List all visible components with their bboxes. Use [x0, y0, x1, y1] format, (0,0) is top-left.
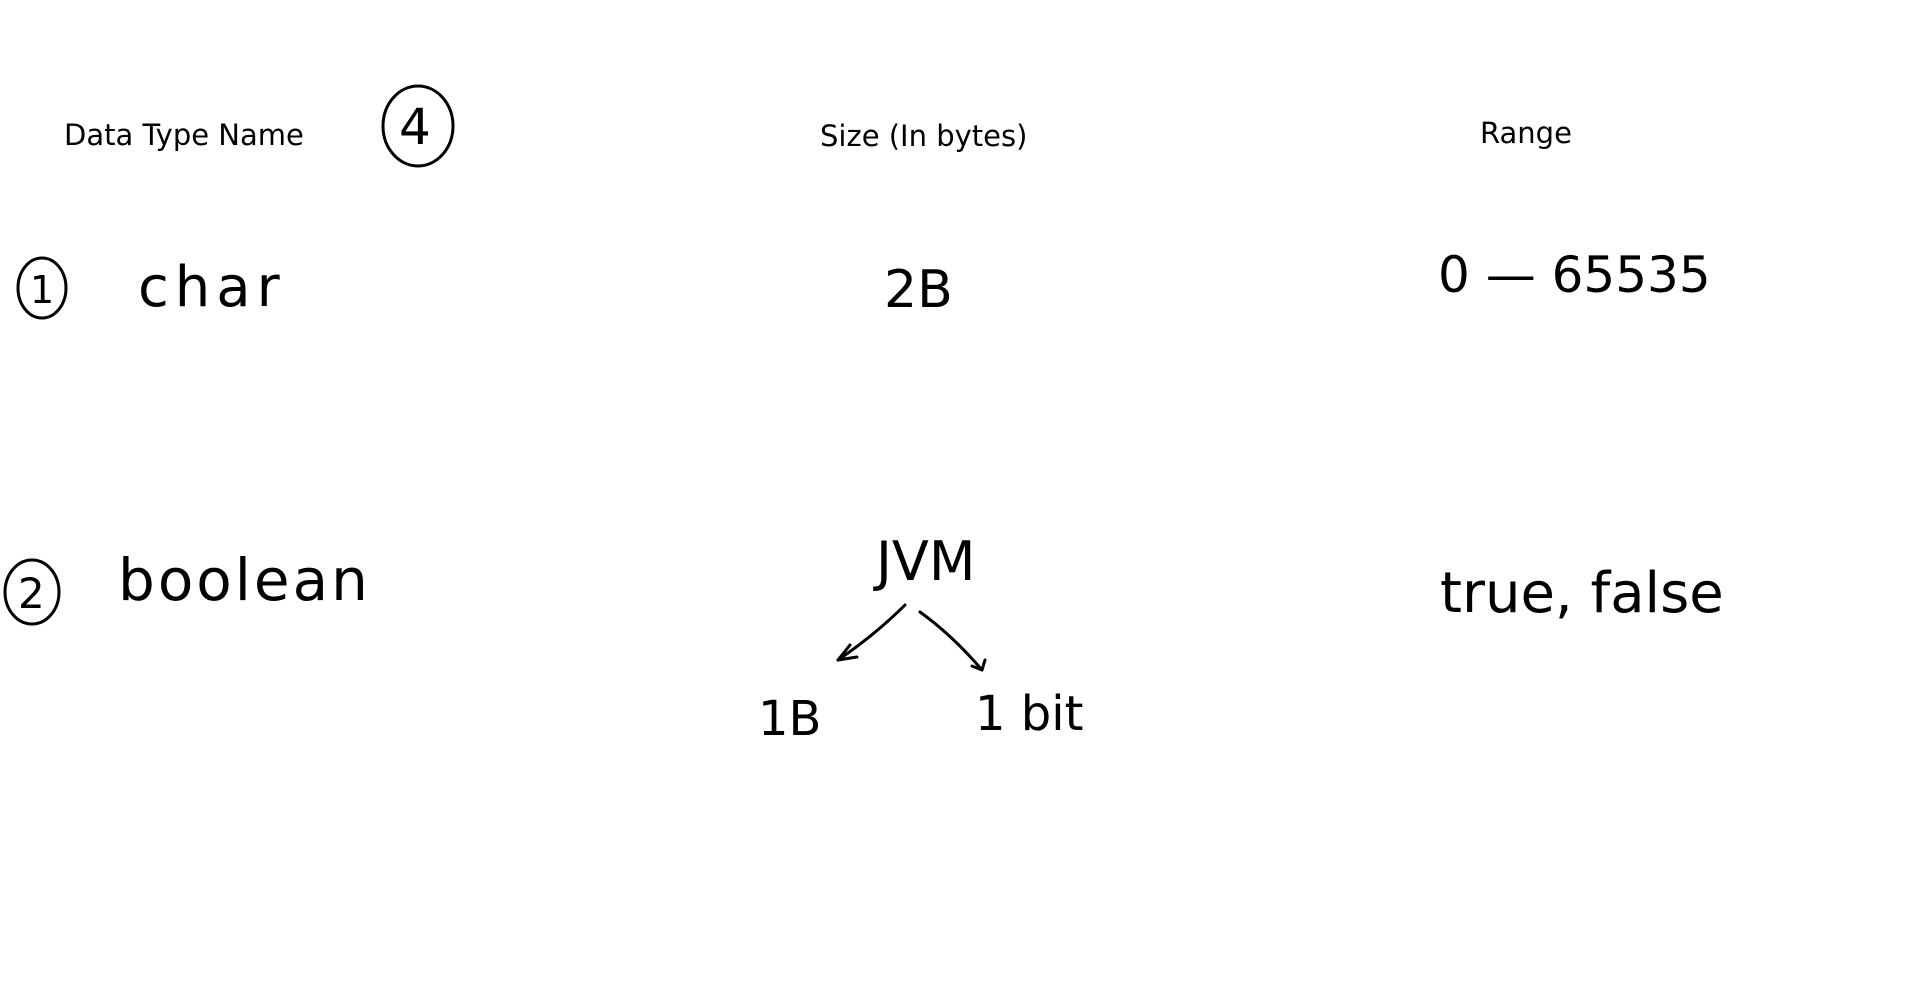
header-size-in-bytes: Size (In bytes) — [820, 119, 1028, 153]
row-1-number-circle — [16, 256, 68, 320]
row-2-size-option-1: 1B — [758, 691, 821, 747]
arrow-right-head — [970, 658, 987, 672]
row-2-size-option-2: 1 bit — [975, 686, 1083, 742]
row-2-name: boolean — [118, 546, 371, 614]
row-1-size: 2B — [884, 260, 953, 320]
row-1-name: char — [138, 255, 286, 320]
count-marker-circle — [381, 84, 455, 168]
header-data-type-name: Data Type Name — [64, 118, 304, 152]
row-2-number: 2 — [18, 569, 45, 618]
row-1-number: 1 — [30, 268, 54, 312]
header-range: Range — [1480, 116, 1572, 150]
arrow-left-head — [836, 643, 859, 662]
arrow-left — [836, 603, 907, 662]
row-2-range: true, false — [1440, 561, 1724, 626]
row-1-range: 0 — 65535 — [1438, 246, 1711, 304]
row-2: 2 boolean JVM 1B 1 bit true, false — [3, 530, 1724, 747]
count-marker-number: 4 — [399, 98, 431, 156]
row-1: 1 char 2B 0 — 65535 — [16, 246, 1711, 320]
row-2-number-circle — [3, 558, 61, 626]
row-2-size-head: JVM — [873, 530, 975, 593]
arrow-right — [918, 610, 984, 672]
count-marker: 4 — [381, 84, 455, 168]
